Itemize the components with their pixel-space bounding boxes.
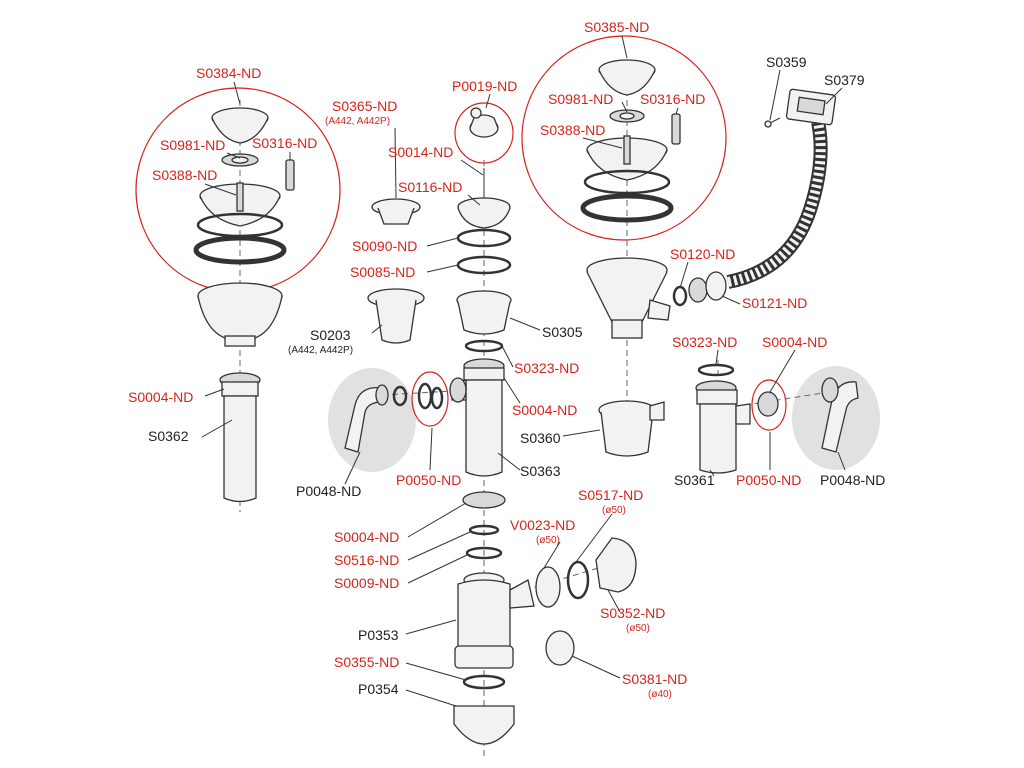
label-s0120: S0120-ND	[670, 246, 735, 262]
label-v0023-sub: (ø50)	[536, 535, 560, 546]
label-s0361: S0361	[674, 472, 715, 488]
label-s0388-left: S0388-ND	[152, 167, 217, 183]
label-s0365: S0365-ND	[332, 98, 397, 114]
left-p0050-circle	[411, 371, 449, 427]
bottle-trap-parts	[453, 537, 637, 745]
right-tee-parts	[695, 363, 859, 474]
label-s0360: S0360	[520, 430, 561, 446]
label-s0323-right: S0323-ND	[672, 334, 737, 350]
label-s0384: S0384-ND	[196, 65, 261, 81]
label-s0359: S0359	[766, 54, 807, 70]
label-s0004-mid: S0004-ND	[512, 402, 577, 418]
label-s0363: S0363	[520, 463, 561, 479]
label-s0121: S0121-ND	[742, 295, 807, 311]
label-s0323-mid: S0323-ND	[514, 360, 579, 376]
label-s0517-sub: (ø50)	[602, 505, 626, 516]
label-s0981-right: S0981-ND	[548, 91, 613, 107]
label-s0116: S0116-ND	[398, 179, 462, 195]
label-s0352: S0352-ND	[600, 605, 665, 621]
right-strainer-parts	[580, 59, 681, 457]
label-s0352-sub: (ø50)	[626, 623, 650, 634]
label-s0516: S0516-ND	[334, 552, 399, 568]
label-v0023: V0023-ND	[510, 517, 575, 533]
label-s0004-right: S0004-ND	[762, 334, 827, 350]
right-p0050-circle	[751, 379, 787, 431]
right-strainer-group-circle	[521, 35, 727, 241]
label-p0048-right: P0048-ND	[820, 472, 885, 488]
label-p0048-left: P0048-ND	[296, 483, 361, 499]
label-s0085: S0085-ND	[350, 264, 415, 280]
label-s0090: S0090-ND	[352, 238, 417, 254]
label-s0365-sub: (A442, A442P)	[325, 116, 390, 127]
trap-branch-axis	[524, 559, 626, 591]
label-s0004-left: S0004-ND	[128, 389, 193, 405]
label-s0355: S0355-ND	[334, 654, 399, 670]
label-s0379: S0379	[824, 72, 865, 88]
label-s0014: S0014-ND	[388, 144, 453, 160]
label-p0353: P0353	[358, 627, 399, 643]
label-s0981-left: S0981-ND	[160, 137, 225, 153]
label-s0009: S0009-ND	[334, 575, 399, 591]
left-elbow-parts	[344, 377, 467, 453]
label-s0004-low: S0004-ND	[334, 529, 399, 545]
label-s0305: S0305	[542, 324, 583, 340]
label-p0050-left: P0050-ND	[396, 472, 461, 488]
left-elbow-shade	[328, 368, 416, 472]
label-s0316-left: S0316-ND	[252, 135, 317, 151]
s0365-s0203-parts	[367, 198, 425, 344]
label-s0517: S0517-ND	[578, 487, 643, 503]
label-s0316-right: S0316-ND	[640, 91, 705, 107]
label-s0381: S0381-ND	[622, 671, 687, 687]
label-s0203-sub: (A442, A442P)	[288, 345, 353, 356]
leader-lines	[201, 35, 846, 707]
left-strainer-parts	[193, 107, 295, 503]
label-s0385: S0385-ND	[584, 19, 649, 35]
part-labels: S0384-ND S0981-ND S0316-ND S0388-ND S036…	[128, 19, 885, 700]
center-parts	[451, 107, 512, 560]
label-p0354: P0354	[358, 681, 399, 697]
label-p0050-right: P0050-ND	[736, 472, 801, 488]
label-s0388-right: S0388-ND	[540, 122, 605, 138]
label-s0203: S0203	[310, 327, 351, 343]
overflow-hose-parts	[672, 88, 837, 307]
label-p0019: P0019-ND	[452, 78, 517, 94]
label-s0381-sub: (ø40)	[648, 689, 672, 700]
label-s0362: S0362	[148, 428, 189, 444]
